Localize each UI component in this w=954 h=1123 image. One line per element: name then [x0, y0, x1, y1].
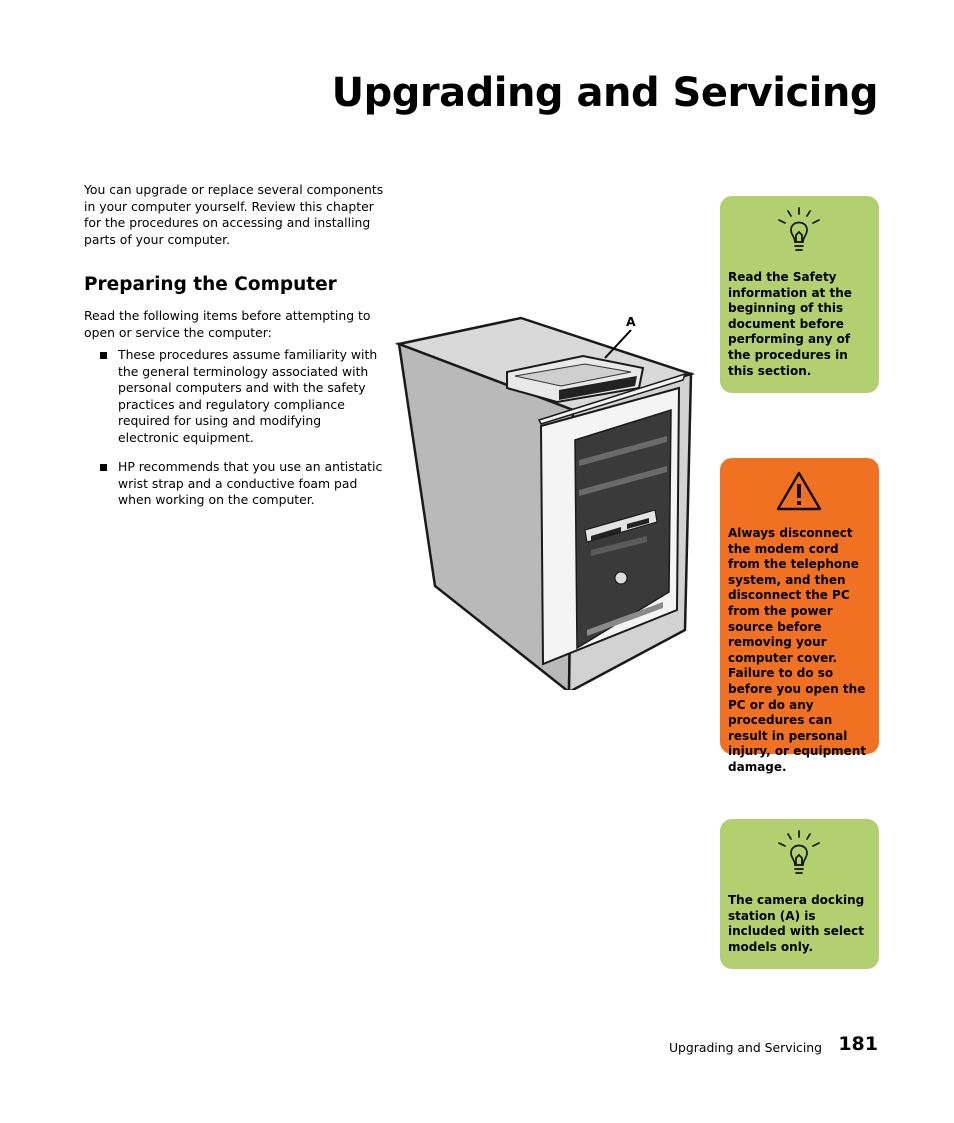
- warning-triangle-icon: [776, 471, 821, 511]
- warning-text: Always disconnect the modem cord from th…: [728, 526, 867, 774]
- bullet-square-icon: [100, 352, 107, 359]
- bullet-list: These procedures assume familiarity with…: [100, 347, 385, 522]
- bullet-item: HP recommends that you use an antistatic…: [100, 459, 385, 509]
- tip-note: Read the Safety information at the begin…: [720, 196, 879, 393]
- footer-chapter-label: Upgrading and Servicing: [668, 1040, 822, 1055]
- bullet-text: HP recommends that you use an antistatic…: [118, 459, 383, 507]
- intro-paragraph: You can upgrade or replace several compo…: [84, 182, 384, 247]
- warning-note: Always disconnect the modem cord from th…: [720, 458, 879, 774]
- computer-illustration: A: [394, 310, 696, 695]
- section-lead-paragraph: Read the following items before attempti…: [84, 308, 371, 340]
- bullet-text: These procedures assume familiarity with…: [118, 347, 378, 445]
- tip-text: Read the Safety information at the begin…: [728, 270, 852, 378]
- chapter-title: Upgrading and Servicing: [331, 70, 879, 116]
- tip-note: The camera docking station (A) is includ…: [720, 819, 879, 969]
- lightbulb-icon: [777, 830, 820, 874]
- desktop-tower-icon: [394, 316, 696, 695]
- section-heading: Preparing the Computer: [84, 274, 337, 295]
- lightbulb-icon: [777, 207, 820, 251]
- bullet-item: These procedures assume familiarity with…: [100, 347, 385, 446]
- bullet-square-icon: [100, 464, 107, 471]
- callout-label-a: A: [626, 314, 636, 329]
- page-number: 181: [838, 1033, 878, 1055]
- tip-text: The camera docking station (A) is includ…: [728, 893, 865, 954]
